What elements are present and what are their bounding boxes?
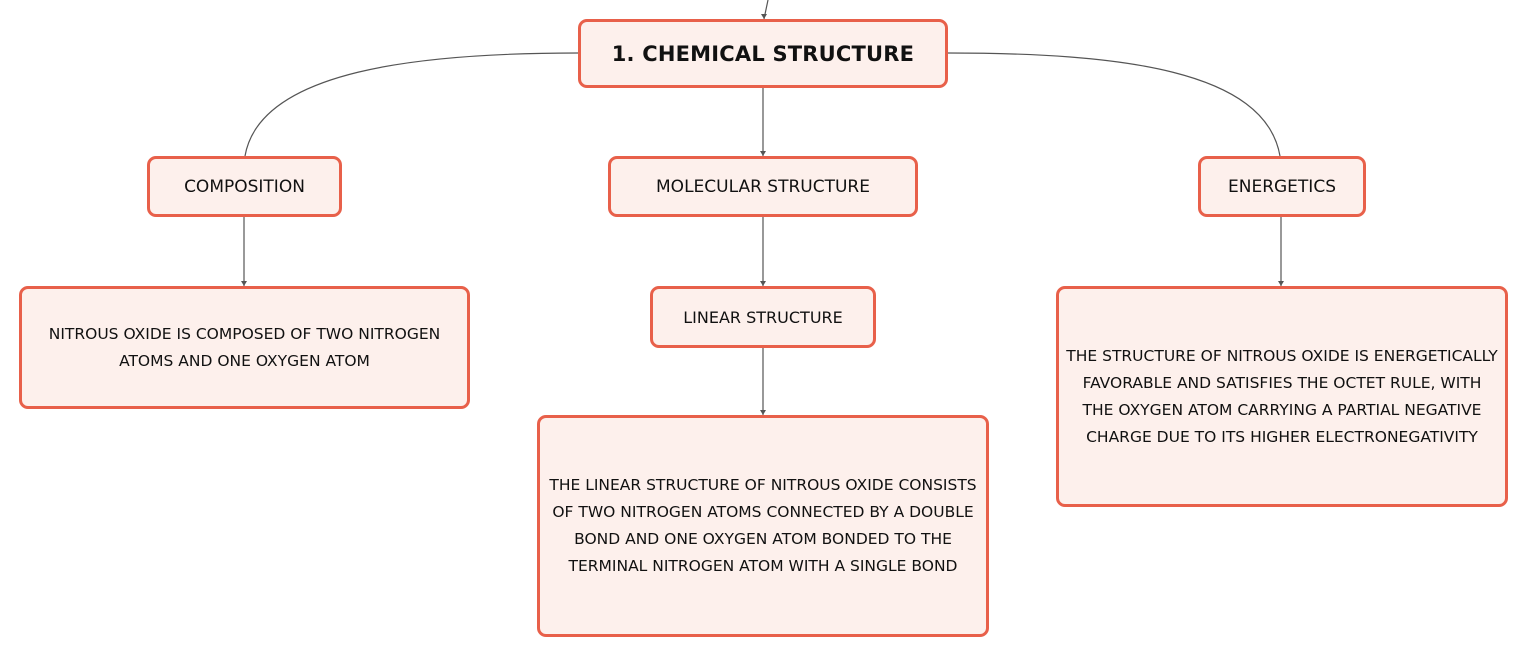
molecular-structure-node[interactable]: MOLECULAR STRUCTURE (608, 156, 918, 217)
composition-node[interactable]: COMPOSITION (147, 156, 342, 217)
composition-detail-node[interactable]: NITROUS OXIDE IS COMPOSED OF TWO NITROGE… (19, 286, 470, 409)
linear-structure-node[interactable]: LINEAR STRUCTURE (650, 286, 876, 348)
energetics-detail-text: THE STRUCTURE OF NITROUS OXIDE IS ENERGE… (1066, 346, 1498, 446)
linear-structure-node-label: LINEAR STRUCTURE (683, 307, 843, 327)
arrowhead-molecular (760, 151, 766, 156)
energetics-detail-node[interactable]: THE STRUCTURE OF NITROUS OXIDE IS ENERGE… (1056, 286, 1508, 507)
molecular-structure-node-label: MOLECULAR STRUCTURE (656, 176, 870, 197)
arrowhead-composition-detail (241, 281, 247, 286)
energetics-node[interactable]: ENERGETICS (1198, 156, 1366, 217)
connector-root-to-composition (244, 52, 579, 157)
linear-structure-detail-node[interactable]: THE LINEAR STRUCTURE OF NITROUS OXIDE CO… (537, 415, 989, 637)
connector-root-to-energetics (947, 52, 1281, 157)
root-node-label: 1. CHEMICAL STRUCTURE (611, 41, 915, 66)
linear-structure-detail-text: THE LINEAR STRUCTURE OF NITROUS OXIDE CO… (549, 476, 977, 575)
arrowhead-root (761, 14, 767, 19)
arrowhead-linear (760, 281, 766, 286)
composition-detail-text: NITROUS OXIDE IS COMPOSED OF TWO NITROGE… (48, 324, 441, 370)
energetics-node-label: ENERGETICS (1228, 176, 1336, 197)
root-node[interactable]: 1. CHEMICAL STRUCTURE (578, 19, 948, 88)
arrowhead-energetics-detail (1278, 281, 1284, 286)
composition-node-label: COMPOSITION (184, 176, 305, 197)
arrowhead-linear-detail (760, 410, 766, 415)
